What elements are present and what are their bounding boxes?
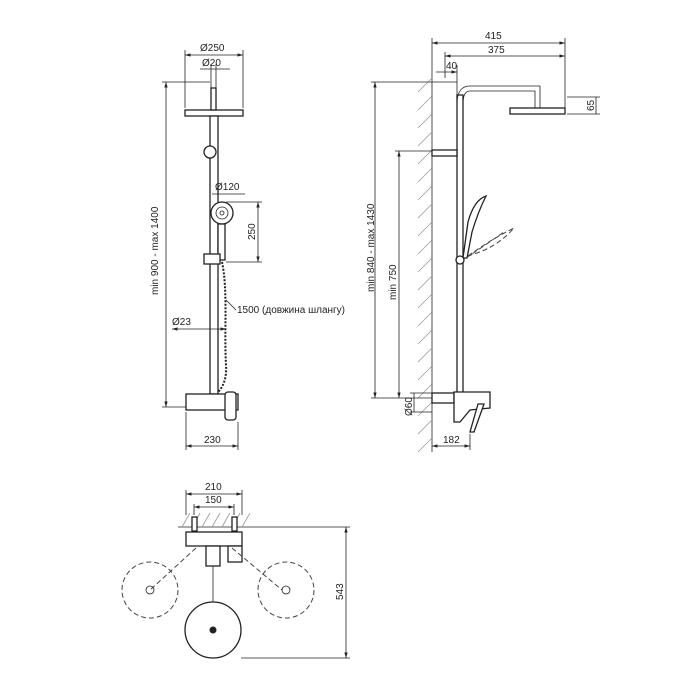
side-mixer-spout (453, 391, 491, 423)
dim-hand-shower-travel: 250 (247, 223, 258, 240)
dim-total-depth: 543 (335, 583, 346, 600)
side-hand-shower (462, 194, 488, 259)
side-slider (455, 255, 465, 265)
dim-mixer-depth: 182 (443, 435, 460, 446)
dim-mixer-width: 230 (204, 435, 221, 446)
front-hose (217, 261, 228, 393)
dim-arm-diameter: Ø20 (202, 58, 221, 69)
side-riser-pipe (456, 94, 464, 396)
dim-head-diameter: Ø250 (200, 43, 225, 54)
side-wall-bracket (431, 149, 458, 157)
dim-pipe-diameter: Ø23 (172, 317, 191, 328)
side-view: 415 375 40 65 min 840 - max 1430 min 750… (366, 31, 600, 453)
dim-bracket-height: min 750 (388, 264, 399, 300)
dim-head-thickness: 65 (586, 99, 597, 111)
top-swing-left (121, 561, 179, 619)
top-view: 210 150 543 (121, 482, 350, 659)
top-riser-base (205, 545, 221, 567)
front-slider (203, 253, 221, 265)
dim-arm-reach-inner: 375 (488, 45, 505, 56)
front-view: Ø250 Ø20 Ø120 250 1500 (довжина шлангу) … (150, 43, 345, 450)
dim-inlet-spacing-max: 210 (205, 482, 222, 493)
side-shower-arm (456, 85, 541, 108)
front-shower-head (184, 109, 244, 117)
dim-arm-reach: 415 (485, 31, 502, 42)
dim-height-range-front: min 900 - max 1400 (150, 206, 161, 295)
front-diverter-knob (203, 145, 217, 159)
dim-inlet-spacing-min: 150 (205, 495, 222, 506)
dim-height-range-side: min 840 - max 1430 (366, 203, 377, 292)
top-mixer-body (185, 531, 243, 547)
front-hand-shower (210, 201, 234, 225)
front-mixer-lever (224, 391, 237, 421)
front-shower-arm (210, 87, 217, 111)
top-mixer-lever (227, 545, 243, 563)
dim-inlet-diameter: Ø60 (404, 397, 415, 416)
side-hand-shower-tilted (467, 227, 515, 257)
dim-hand-shower-diameter: Ø120 (215, 182, 240, 193)
dim-hose-length: 1500 (довжина шлангу) (237, 305, 345, 316)
top-swing-right (257, 561, 315, 619)
side-wall-hatch (417, 77, 433, 453)
side-shower-head (509, 107, 566, 115)
dim-wall-offset: 40 (446, 61, 458, 72)
side-mixer-body (431, 392, 455, 404)
